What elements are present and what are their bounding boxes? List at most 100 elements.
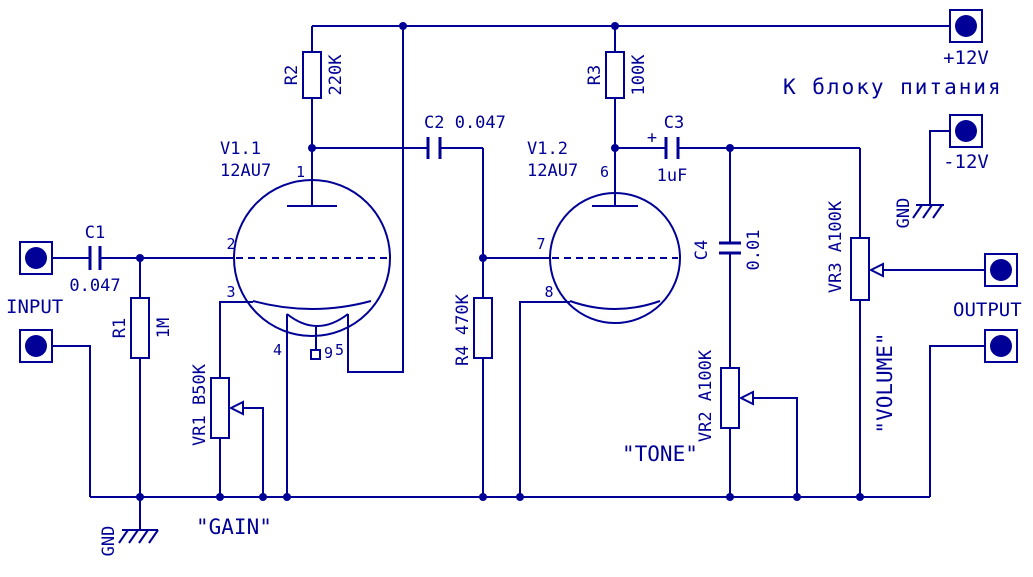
- tube-v11: V1.1 12AU7 1 2 3 4 9 5: [220, 139, 391, 362]
- tube-v11-type: 12AU7: [220, 161, 271, 181]
- input-jack-bottom-pad: [25, 335, 47, 357]
- pot-vr3-body: [850, 237, 870, 301]
- junction-dot: [136, 254, 144, 262]
- wire-v12-cathode-gnd: [519, 301, 570, 497]
- cap-c4-value: 0.01: [744, 230, 764, 271]
- volume-label: "VOLUME": [873, 332, 897, 433]
- pot-vr1-body: [210, 377, 230, 439]
- junction-dot: [136, 493, 144, 501]
- pot-vr1-wiper-arrow-icon: [228, 400, 244, 416]
- pot-vr1-label: VR1 B50K: [190, 363, 210, 446]
- wire-v11-cathode: [219, 301, 253, 378]
- terminal-plus12: [949, 9, 983, 43]
- cap-c3: C3 + 1uF: [647, 113, 687, 186]
- pot-vr2: VR2 A100K: [696, 349, 754, 442]
- resistor-r1-value: 1M: [154, 318, 174, 338]
- pin-label-2: 2: [226, 235, 235, 253]
- resistor-r2-ref: R2: [282, 65, 302, 85]
- wire-input-gnd: [52, 345, 91, 497]
- cap-c1-ref: C1: [85, 223, 105, 243]
- cap-c3-plates: [664, 137, 680, 159]
- input-jack-top-pad: [25, 247, 47, 269]
- cap-c2: C2 0.047: [424, 113, 506, 159]
- pot-vr3-wiper-arrow-icon: [868, 262, 884, 278]
- junction-dot: [259, 493, 267, 501]
- resistor-r2-value: 220K: [326, 54, 346, 96]
- resistor-r3-ref: R3: [585, 65, 605, 85]
- tube-v12-type: 12AU7: [527, 161, 578, 181]
- cap-c4: C4 0.01: [692, 230, 764, 271]
- gain-label: "GAIN": [196, 515, 272, 539]
- junction-dot: [216, 493, 224, 501]
- junction-dot: [856, 493, 864, 501]
- terminal-plus12-frame: [949, 9, 983, 43]
- resistor-r1-ref: R1: [110, 318, 130, 338]
- tube-v12-envelope: [549, 192, 681, 324]
- plus12-label: +12V: [943, 47, 989, 69]
- cap-c1-plates: [88, 246, 102, 270]
- pin-label-1: 1: [296, 163, 305, 181]
- pot-vr2-body: [720, 367, 740, 429]
- junction-dot: [726, 144, 734, 152]
- output-jack-top-pad: [990, 259, 1012, 281]
- junction-dot: [283, 493, 291, 501]
- tube-v12-ref: V1.2: [527, 139, 568, 159]
- junction-dot: [479, 493, 487, 501]
- minus12-label: -12V: [943, 151, 989, 173]
- output-jack-top-frame: [984, 253, 1018, 287]
- junction-dot: [611, 22, 619, 30]
- output-jack-bottom-pad: [990, 335, 1012, 357]
- gnd-right-label: GND: [894, 198, 914, 229]
- power-supply-note: К блоку питания: [783, 75, 1003, 99]
- resistor-r4-label: R4 470K: [453, 293, 473, 365]
- terminal-minus12-frame: [949, 114, 983, 148]
- tube-v11-ref: V1.1: [220, 139, 261, 159]
- resistor-r1-body: [130, 297, 150, 359]
- tube-v11-envelope: [233, 179, 391, 337]
- wire-vr1-wiper: [243, 407, 264, 497]
- resistor-r3-value: 100K: [629, 54, 649, 96]
- input-jack-top-frame: [19, 241, 53, 275]
- pot-vr3-label: VR3 A100K: [826, 200, 846, 293]
- junction-dot: [793, 493, 801, 501]
- junction-dot: [308, 144, 316, 152]
- resistor-r3: R3 100K: [585, 51, 649, 99]
- pin-label-8: 8: [544, 283, 553, 301]
- terminal-plus12-pad: [955, 15, 977, 37]
- resistor-r3-body: [605, 51, 625, 99]
- resistor-r2-body: [302, 51, 322, 99]
- pot-vr2-label: VR2 A100K: [696, 349, 716, 442]
- junction-dot: [516, 493, 524, 501]
- junction-dot: [399, 22, 407, 30]
- pin-label-6: 6: [600, 163, 609, 181]
- terminal-minus12-pad: [955, 120, 977, 142]
- tube-v12-cathode-arc: [569, 300, 661, 310]
- resistor-r1: R1 1M: [110, 297, 174, 359]
- pin-label-3: 3: [226, 283, 235, 301]
- cap-c2-label: C2 0.047: [424, 113, 506, 133]
- wiring: [52, 25, 985, 530]
- tube-v11-heater-arc: [286, 313, 349, 327]
- wire-heater-pin5-to-rail: [347, 26, 404, 373]
- gnd-left-label: GND: [99, 526, 119, 557]
- pin-label-4: 4: [273, 341, 282, 359]
- cap-c1: C1 0.047: [69, 223, 120, 296]
- pot-vr3: VR3 A100K: [826, 200, 884, 301]
- wire-minus12-to-gnd: [929, 130, 950, 205]
- ground-icon-right: [912, 204, 944, 219]
- junction-dots: [136, 22, 864, 501]
- pot-vr2-wiper-arrow-icon: [738, 390, 754, 406]
- input-jack-top: [19, 241, 53, 275]
- cap-c4-ref: C4: [692, 240, 712, 260]
- resistor-r4-body: [473, 297, 493, 359]
- pin-label-9: 9: [324, 344, 333, 362]
- output-jack-bottom: [984, 329, 1018, 363]
- terminal-minus12: [949, 114, 983, 148]
- pin-label-5: 5: [335, 341, 344, 359]
- cap-c4-plates: [719, 241, 741, 255]
- cap-c1-value: 0.047: [69, 276, 120, 296]
- tube-v12: V1.2 12AU7 6 7 8: [527, 139, 681, 324]
- pot-vr1: VR1 B50K: [190, 363, 244, 446]
- output-label: OUTPUT: [953, 299, 1022, 321]
